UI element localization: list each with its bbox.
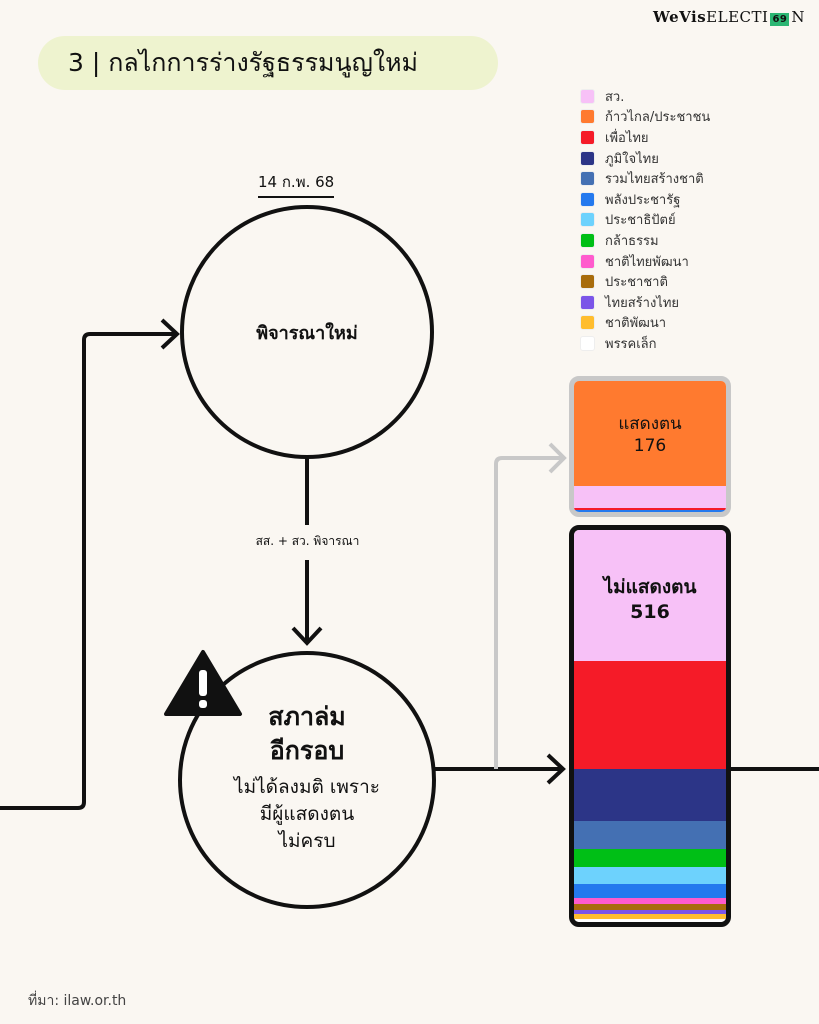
absent-label: ไม่แสดงตน <box>603 576 697 598</box>
bar-segment <box>574 381 726 486</box>
arrowhead-icon <box>291 626 323 646</box>
legend-item: ไทยสร้างไทย <box>580 292 710 313</box>
node-quorum-fail-title: สภาล่ม อีกรอบ <box>200 700 414 768</box>
bar-segment <box>574 849 726 868</box>
legend-label: ชาติพัฒนา <box>605 316 667 332</box>
date-label: 14 ก.พ. 68 <box>258 170 335 198</box>
legend-swatch <box>580 88 595 104</box>
legend-swatch <box>580 315 595 331</box>
legend-label: ประชาธิปัตย์ <box>605 213 676 229</box>
bar-segment <box>574 485 726 508</box>
bar-segment <box>574 530 726 662</box>
legend-item: รวมไทยสร้างชาติ <box>580 168 710 189</box>
arrowhead-icon <box>160 318 180 350</box>
legend-label: พลังประชารัฐ <box>605 192 681 208</box>
node-quorum-fail-desc: ไม่ได้ลงมติ เพราะ มีผู้แสดงตน ไม่ครบ <box>200 774 414 855</box>
bar-segment <box>574 883 726 898</box>
legend-swatch <box>580 129 595 145</box>
loop-back-arrow-line <box>0 332 175 810</box>
legend-swatch <box>580 253 595 269</box>
legend-swatch <box>580 109 595 125</box>
legend-item: พรรคเล็ก <box>580 333 710 354</box>
ballot-box-icon: 69 <box>770 13 790 26</box>
absent-stacked-bar <box>569 525 731 927</box>
legend-label: รวมไทยสร้างชาติ <box>605 172 704 188</box>
legend-swatch <box>580 171 595 187</box>
bar-segment <box>574 897 726 905</box>
legend-label: ก้าวไกล/ประชาชน <box>605 110 711 126</box>
desc-line: มีผู้แสดงตน <box>259 803 355 825</box>
legend-swatch <box>580 294 595 310</box>
present-total: 176 <box>633 436 667 456</box>
desc-line: ไม่ครบ <box>278 830 336 852</box>
bar-segment <box>574 507 726 510</box>
bar-segment <box>574 768 726 821</box>
bar-segment <box>574 867 726 884</box>
section-title: 3 | กลไกการร่างรัฐธรรมนูญใหม่ <box>38 36 498 90</box>
legend-label: ประชาชาติ <box>605 275 668 291</box>
legend-item: ภูมิใจไทย <box>580 148 710 169</box>
legend-label: พรรคเล็ก <box>605 336 657 352</box>
legend-item: พลังประชารัฐ <box>580 189 710 210</box>
logo-brand: WeVis <box>652 8 707 26</box>
bar-segment <box>574 820 726 850</box>
arrowhead-icon <box>548 442 567 474</box>
legend-swatch <box>580 212 595 228</box>
legend-item: ประชาธิปัตย์ <box>580 210 710 231</box>
source-note: ที่มา: ilaw.or.th <box>28 993 127 1009</box>
node-reconsider-label: พิจารณาใหม่ <box>256 323 358 344</box>
legend-label: ชาติไทยพัฒนา <box>605 254 689 270</box>
legend-item: ประชาชาติ <box>580 271 710 292</box>
title-line: สภาล่ม <box>268 702 346 731</box>
edge-to-present-line <box>494 456 562 769</box>
legend-label: ไทยสร้างไทย <box>605 295 680 311</box>
legend-item: เพื่อไทย <box>580 127 710 148</box>
logo-product: ELECTI <box>706 8 769 26</box>
legend-item: ชาติไทยพัฒนา <box>580 251 710 272</box>
node-quorum-fail-circle <box>178 651 436 909</box>
legend-swatch <box>580 191 595 207</box>
bar-segment <box>574 661 726 769</box>
bar-segment <box>574 913 726 919</box>
present-stacked-bar <box>569 376 731 517</box>
legend-swatch <box>580 232 595 248</box>
arrowhead-icon <box>546 753 566 785</box>
title-line: อีกรอบ <box>269 736 345 765</box>
legend-label: เพื่อไทย <box>605 130 649 146</box>
legend: สว. ก้าวไกล/ประชาชนเพื่อไทยภูมิใจไทยรวมไท… <box>580 86 710 354</box>
legend-label: สว. <box>605 89 625 105</box>
edge-label: สส. + สว. พิจารณา <box>220 532 395 551</box>
legend-swatch <box>580 150 595 166</box>
legend-item: ก้าวไกล/ประชาชน <box>580 107 710 128</box>
bar-segment <box>574 918 726 922</box>
present-label: แสดงตน <box>618 414 682 434</box>
legend-swatch <box>580 335 595 351</box>
bar-segment <box>574 904 726 910</box>
legend-item: กล้าธรรม <box>580 230 710 251</box>
legend-item: ชาติพัฒนา <box>580 313 710 334</box>
legend-swatch <box>580 274 595 290</box>
legend-label: ภูมิใจไทย <box>605 151 659 167</box>
bar-segment <box>574 909 726 914</box>
legend-label: กล้าธรรม <box>605 233 659 249</box>
absent-bar-label: ไม่แสดงตน 516 <box>569 575 731 625</box>
absent-total: 516 <box>630 601 670 623</box>
legend-item: สว. <box>580 86 710 107</box>
desc-line: ไม่ได้ลงมติ เพราะ <box>234 776 380 798</box>
logo-suffix: N <box>791 8 805 26</box>
bar-segment <box>574 509 726 512</box>
